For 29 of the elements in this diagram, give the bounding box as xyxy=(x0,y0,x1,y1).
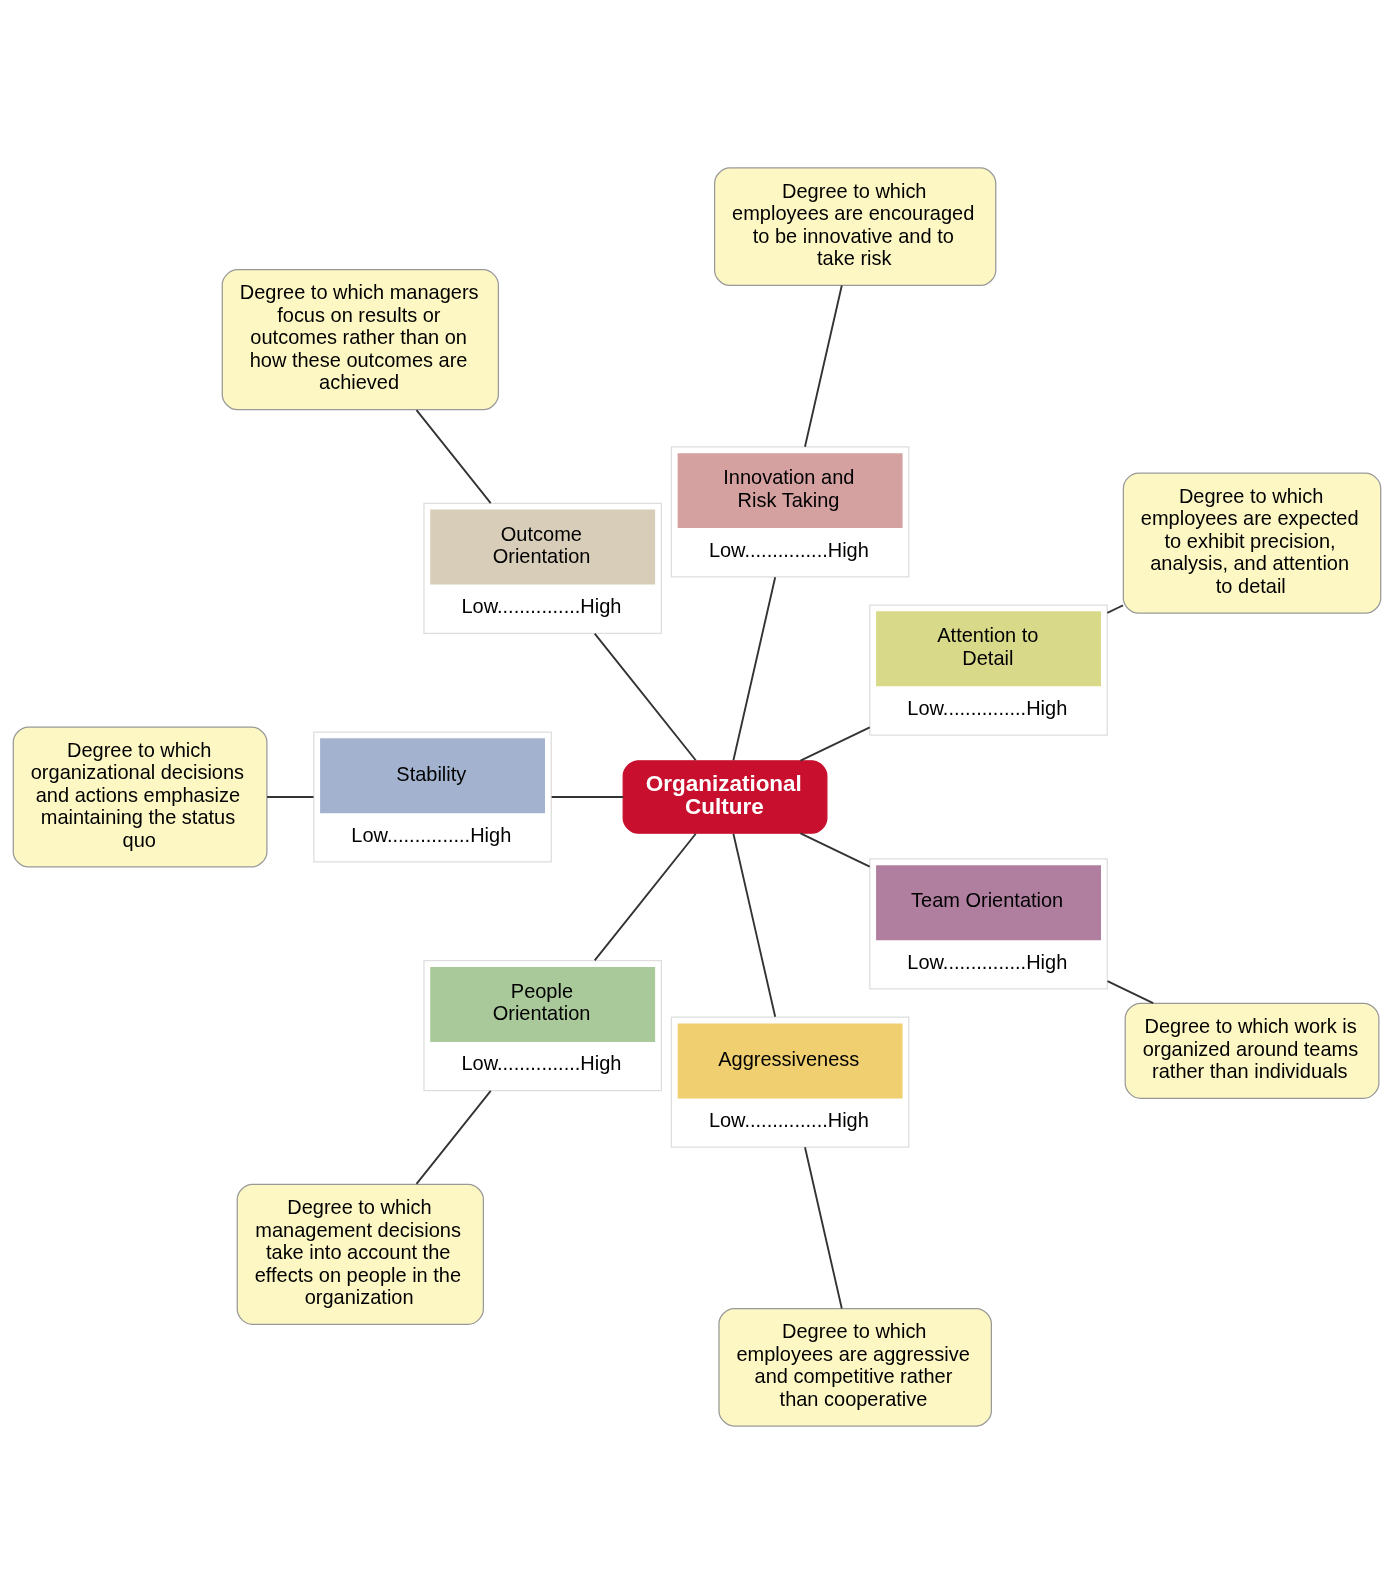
node-box: Degree to which employees are aggressive and competitive rather than cooperative xyxy=(718,1307,992,1427)
node-box: Degree to which employees are encouraged to be innovative and to take risk xyxy=(714,167,997,287)
node-box: Outcome Orientation Low...............High xyxy=(423,502,662,634)
node-box: Innovation and Risk Taking Low...............High xyxy=(670,446,910,578)
connector xyxy=(732,832,777,1018)
node-box: Degree to which management decisions take into account the effects on people in the organization xyxy=(236,1183,485,1325)
connector xyxy=(799,726,871,762)
node-box: People Orientation Low...............High xyxy=(423,960,662,1092)
connector xyxy=(266,796,315,798)
connector xyxy=(415,409,492,505)
node-box: Stability Low...............High xyxy=(313,731,552,863)
connector xyxy=(732,576,777,762)
connector xyxy=(1106,980,1155,1005)
connector xyxy=(593,832,697,962)
node-box: Degree to which managers focus on results or outcomes rather than on how these outcomes are achieved xyxy=(221,269,499,411)
node-box: Degree to which work is organized around teams rather than individuals xyxy=(1124,1002,1380,1099)
connector xyxy=(804,284,843,448)
connector xyxy=(415,1089,492,1185)
node-box: Team Orientation Low...............High xyxy=(869,858,1108,990)
node-box: Aggressiveness Low...............High xyxy=(670,1016,910,1148)
connector xyxy=(804,1146,843,1310)
connector xyxy=(550,796,625,798)
node-box: Attention to Detail Low...............High xyxy=(869,604,1108,736)
connector xyxy=(593,632,697,762)
node-box: Organizational Culture xyxy=(622,760,828,834)
connector xyxy=(799,832,871,868)
connector xyxy=(1106,604,1124,614)
node-box: Degree to which organizational decisions and actions emphasize maintaining the status quo xyxy=(12,726,268,868)
node-box: Degree to which employees are expected to exhibit precision, analysis, and attention to detail xyxy=(1122,472,1382,614)
